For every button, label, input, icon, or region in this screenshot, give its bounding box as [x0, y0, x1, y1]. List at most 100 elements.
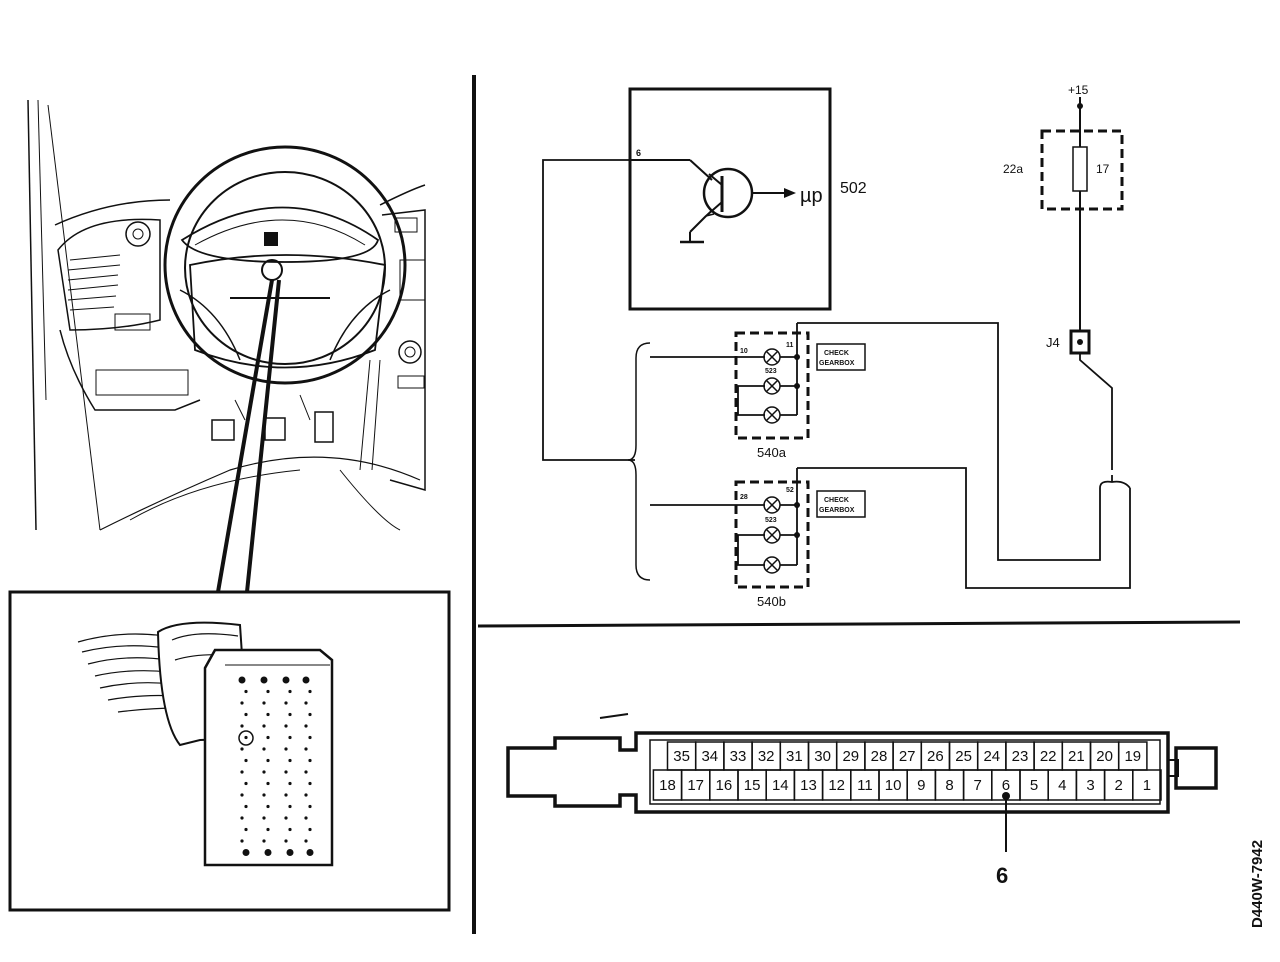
- panel-b-bulb-label: 523: [765, 517, 777, 524]
- connector-pin-dot: [266, 689, 270, 694]
- connector-pin-dot: [304, 701, 308, 705]
- connector-pin-dot: [308, 758, 312, 763]
- connector-pin-dot: [266, 735, 270, 740]
- connector-pin-dot: [244, 781, 248, 786]
- connector-pin-dot: [308, 804, 312, 809]
- connector-pin-dot: [266, 758, 270, 763]
- microprocessor-label: µp: [800, 185, 823, 207]
- connector-pin-dot: [288, 781, 292, 786]
- fuse-label: 22a: [1003, 162, 1023, 176]
- connector-pin-dot: [284, 724, 288, 728]
- bulb-b3: [763, 556, 781, 574]
- connector-pin-dot: [284, 701, 288, 705]
- connector-pin-dot: [308, 827, 312, 832]
- connector-pin-dot: [284, 747, 288, 751]
- connector-pin-label: 9: [917, 777, 925, 794]
- panel-a-bulb-label: 523: [765, 368, 777, 375]
- connector-pin-dot: [304, 839, 308, 843]
- connector-pin-dot: [244, 758, 248, 763]
- connector-pin-label: 32: [758, 748, 775, 765]
- panel-a-lamp-line1: CHECK: [824, 350, 849, 357]
- connector-pin-dot: [286, 849, 294, 856]
- connector-pin-dot: [304, 770, 308, 774]
- connector-pin-label: 12: [828, 777, 845, 794]
- connector-pin-dot: [244, 712, 248, 717]
- connector-pin-dot: [304, 724, 308, 728]
- connector-pin-dot: [284, 793, 288, 797]
- figure-reference: D440W-7942: [1249, 840, 1266, 928]
- connector-pin-dot: [244, 827, 248, 832]
- connector-cell: [1117, 741, 1148, 771]
- connector-pin-label: 13: [800, 777, 817, 794]
- connector-pin-dot: [244, 735, 248, 740]
- connector-pin-label: 17: [687, 777, 704, 794]
- fuse-element: [1072, 146, 1088, 192]
- connector-inset: [8, 590, 451, 912]
- bulb-a3: [763, 406, 781, 424]
- panel-a-label: 540a: [757, 445, 787, 460]
- panel-b-label: 540b: [757, 594, 786, 609]
- connector-pin-label: 5: [1030, 777, 1038, 794]
- control-unit-box: [628, 87, 832, 311]
- connector-pin-label: 34: [701, 748, 718, 765]
- connector-pin-dot: [304, 747, 308, 751]
- dashboard-illustration: [27, 99, 426, 593]
- connector-pin-dot: [308, 689, 312, 694]
- panel-b-lamp-line1: CHECK: [824, 497, 849, 504]
- connector-pin-label: 16: [716, 777, 733, 794]
- control-unit-pin-label: 6: [636, 148, 641, 158]
- instrument-panel-a: [734, 331, 810, 440]
- connector-pin-label: 15: [744, 777, 761, 794]
- connector-pin-dot: [262, 747, 266, 751]
- connector-pin-dot: [288, 804, 292, 809]
- connector-pin-dot: [262, 724, 266, 728]
- connector-pin-label: 14: [772, 777, 789, 794]
- connector-pin-label: 2: [1115, 777, 1123, 794]
- connector-pin-dot: [284, 770, 288, 774]
- panel-b-lamp-line2: GEARBOX: [819, 507, 855, 514]
- connector-pin-dot: [240, 770, 244, 774]
- connector-pin-label: 25: [955, 748, 972, 765]
- connector-pin-dot: [288, 735, 292, 740]
- connector-pin-dot: [262, 701, 266, 705]
- panel-a-lamp-line2: GEARBOX: [819, 360, 855, 367]
- ecu-connector: [506, 713, 1218, 852]
- connector-pin-dot: [262, 770, 266, 774]
- connector-pin-label: 30: [814, 748, 831, 765]
- connector-pin-dot: [288, 758, 292, 763]
- connector-pin-label: 4: [1058, 777, 1066, 794]
- connector-pin-dot: [244, 689, 248, 694]
- connector-pin-label: 10: [885, 777, 902, 794]
- connector-pin-dot: [262, 839, 266, 843]
- check-gearbox-lamp-b: [816, 490, 866, 518]
- connector-pin-label: 29: [842, 748, 859, 765]
- fuse-holder: [1040, 129, 1124, 211]
- panel-b-pin-out: 52: [786, 487, 794, 494]
- panel-b-pin-in: 28: [740, 494, 748, 501]
- connector-pin-label: 28: [871, 748, 888, 765]
- connector-pin-label: 6: [1002, 777, 1010, 794]
- connector-pin-dot: [288, 712, 292, 717]
- schematic: [542, 87, 1131, 589]
- connector-pin-dot: [304, 816, 308, 820]
- horizontal-divider: [477, 620, 1241, 628]
- bulb-b1: [763, 496, 781, 514]
- connector-pin-dot: [266, 804, 270, 809]
- connector-pin-dot: [304, 793, 308, 797]
- bulb-a1: [763, 348, 781, 366]
- connector-pin-label: 24: [983, 748, 1000, 765]
- connector-pin-dot: [242, 849, 250, 856]
- connector-pin-dot: [282, 676, 290, 684]
- connector-pin-dot: [240, 816, 244, 820]
- connector-pin-label: 31: [786, 748, 803, 765]
- check-gearbox-lamp-a: [816, 343, 866, 371]
- connector-pin-dot: [266, 781, 270, 786]
- connector-pin-label: 11: [857, 777, 873, 794]
- connector-pin-dot: [240, 839, 244, 843]
- supply-label: +15: [1068, 83, 1089, 97]
- junction-label: J4: [1046, 335, 1060, 350]
- callout-pin-label: 6: [996, 863, 1008, 888]
- connector-pin-dot: [264, 849, 272, 856]
- panel-a-pin-out: 11: [786, 342, 794, 349]
